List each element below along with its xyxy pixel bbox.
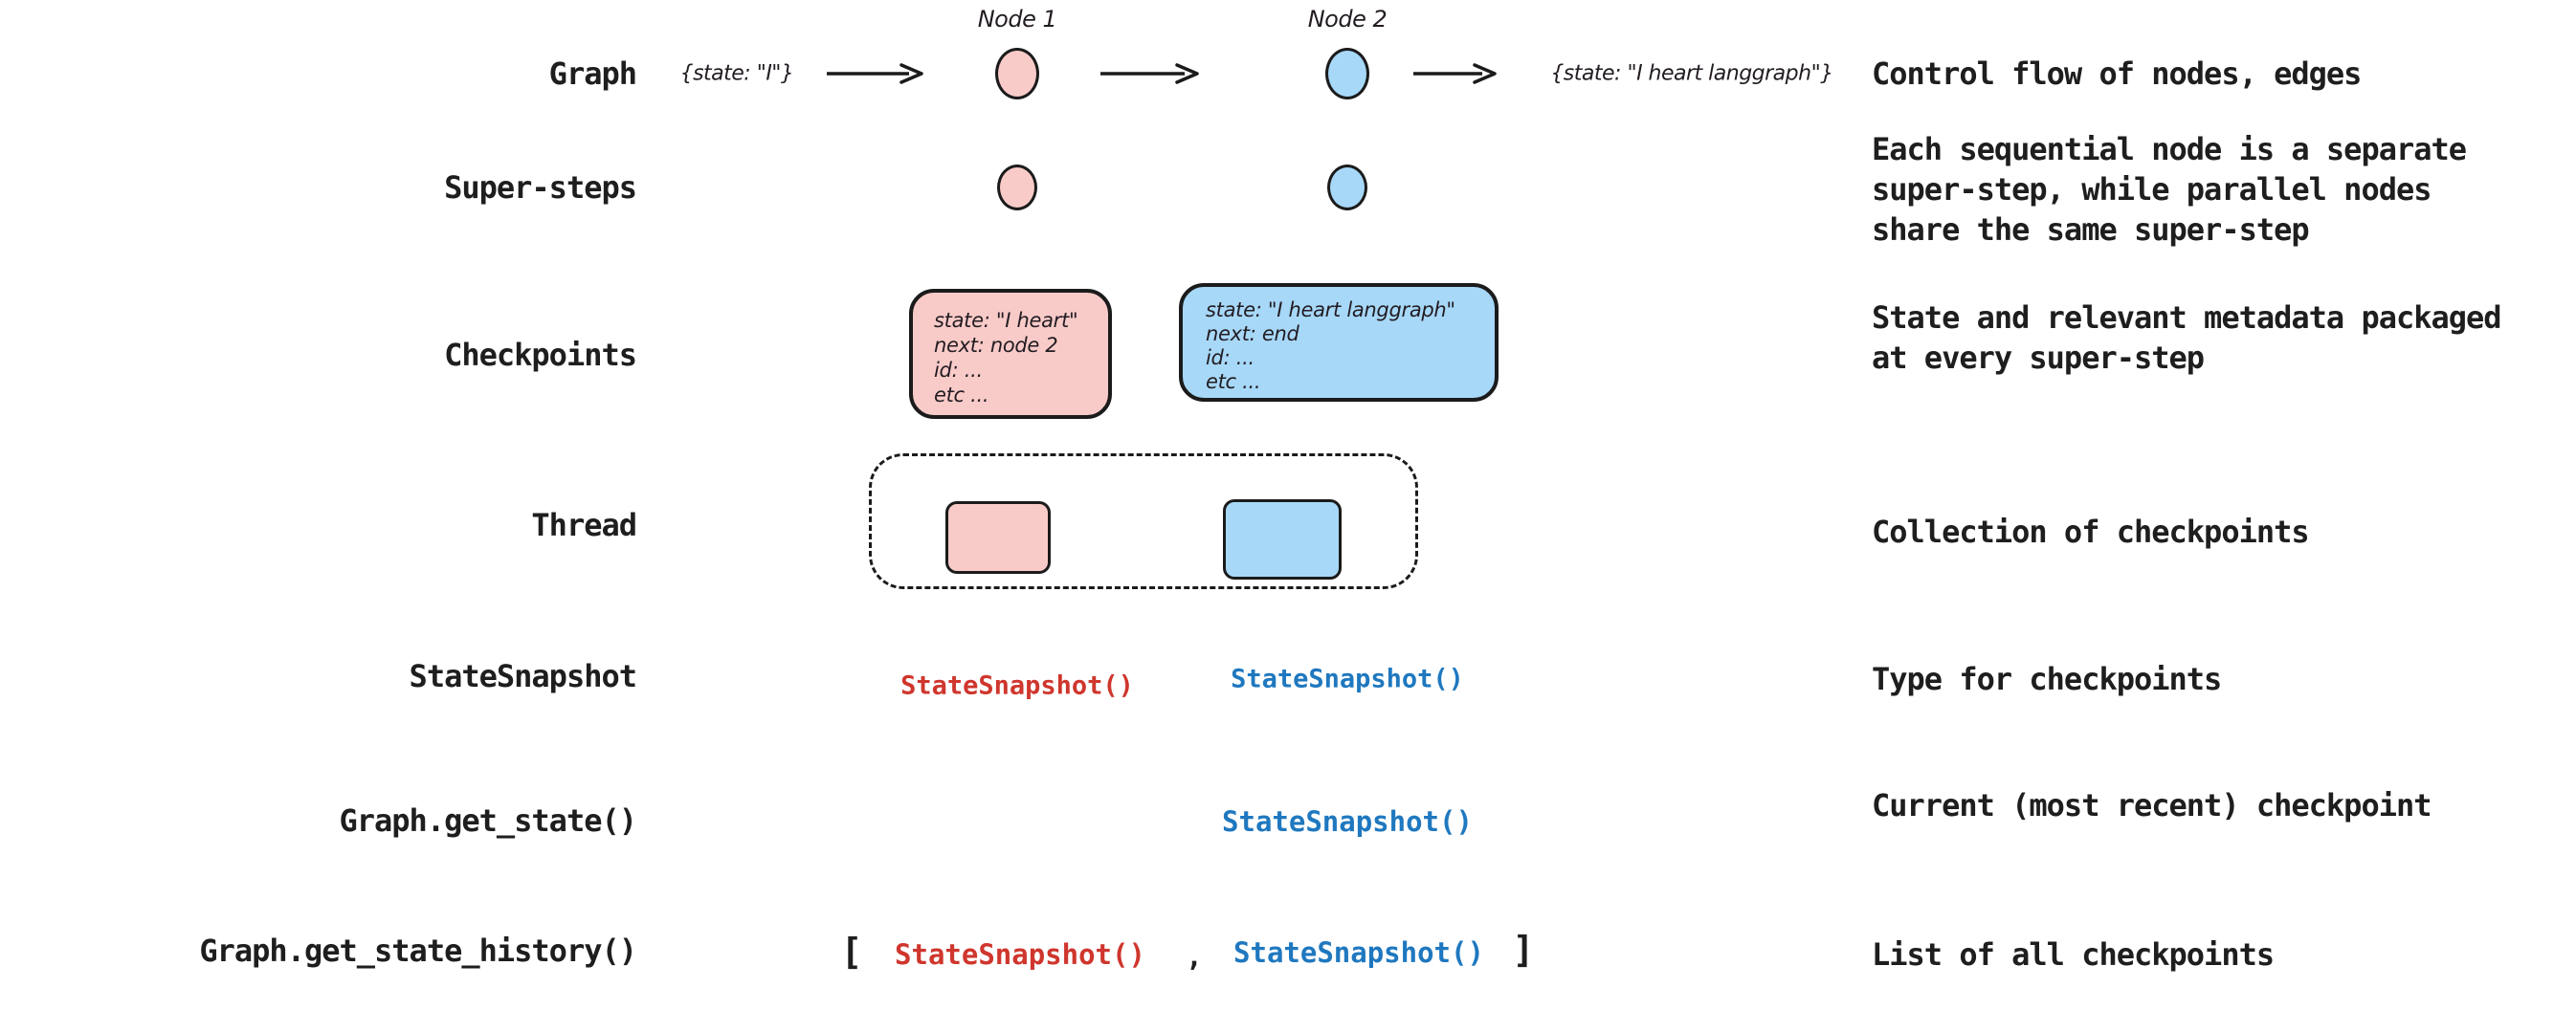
- thread-boundary: [869, 453, 1418, 589]
- thread-checkpoint1-box: [945, 501, 1051, 574]
- superstep1-circle: [997, 165, 1037, 210]
- close-bracket: ]: [1512, 929, 1535, 971]
- checkpoint-line: etc ...: [1206, 370, 1261, 393]
- checkpoints-row-label: Checkpoints: [444, 337, 637, 373]
- node2-label: Node 2: [1307, 6, 1388, 33]
- graph-row-label: Graph: [548, 55, 637, 92]
- comma-separator: ,: [1186, 940, 1203, 973]
- checkpoint-line: etc ...: [934, 384, 989, 406]
- checkpoint1-box: state: "I heart" next: node 2 id: ... et…: [909, 289, 1112, 419]
- get-state-snapshot-code: StateSnapshot(): [1222, 805, 1473, 838]
- checkpoint-line: next: node 2: [934, 334, 1058, 357]
- supersteps-row-description: Each sequential node is a separate super…: [1872, 131, 2467, 248]
- final-state-text: {state: "I heart langgraph"}: [1550, 61, 1833, 86]
- statesnapshot-row-label: StateSnapshot: [409, 658, 637, 694]
- thread-checkpoint2-box: [1223, 499, 1342, 580]
- arrow-right-icon: [827, 63, 923, 84]
- history-snapshot1-code: StateSnapshot(): [895, 938, 1145, 971]
- get-state-history-row-description: List of all checkpoints: [1872, 936, 2275, 973]
- get-state-row-label: Graph.get_state(): [339, 802, 637, 839]
- checkpoint-line: state: "I heart langgraph": [1206, 298, 1455, 321]
- initial-state-text: {state: "I"}: [679, 61, 794, 86]
- checkpoints-row-description: State and relevant metadata packaged at …: [1872, 299, 2502, 376]
- statesnapshot-red-code: StateSnapshot(): [900, 670, 1134, 701]
- thread-row-description: Collection of checkpoints: [1872, 514, 2310, 550]
- graph-row-description: Control flow of nodes, edges: [1872, 55, 2362, 92]
- statesnapshot-row-description: Type for checkpoints: [1872, 661, 2222, 697]
- arrow-right-icon: [1100, 63, 1199, 84]
- node1-circle: [995, 48, 1039, 99]
- checkpoint-line: id: ...: [934, 359, 983, 382]
- get-state-history-row-label: Graph.get_state_history(): [199, 933, 637, 969]
- superstep2-circle: [1327, 165, 1367, 210]
- open-bracket: [: [840, 931, 863, 973]
- checkpoint-line: id: ...: [1206, 346, 1255, 369]
- supersteps-row-label: Super-steps: [444, 169, 637, 206]
- checkpoint-line: state: "I heart": [934, 309, 1078, 332]
- get-state-row-description: Current (most recent) checkpoint: [1872, 787, 2432, 823]
- node1-label: Node 1: [977, 6, 1057, 33]
- checkpoint2-box: state: "I heart langgraph" next: end id:…: [1179, 283, 1499, 402]
- thread-row-label: Thread: [531, 507, 637, 543]
- checkpoint-line: next: end: [1206, 322, 1299, 345]
- statesnapshot-blue-code: StateSnapshot(): [1231, 664, 1464, 694]
- history-snapshot2-code: StateSnapshot(): [1233, 936, 1484, 969]
- node2-circle: [1325, 48, 1369, 99]
- arrow-right-icon: [1413, 63, 1497, 84]
